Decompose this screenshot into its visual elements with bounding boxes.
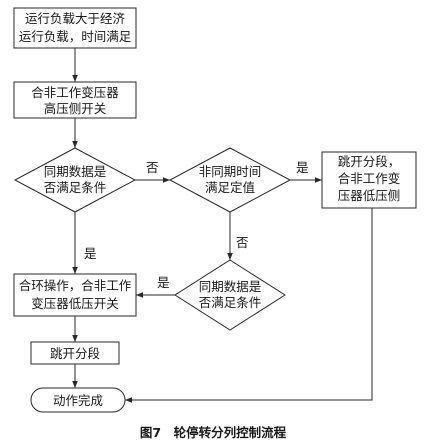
node-trip-section-text: 跳开分段 [50, 346, 100, 361]
node-close-hv-line-2: 高压侧开关 [44, 101, 107, 116]
label-sync1-no: 否 [146, 160, 159, 175]
node-sync-check-2-line-1: 同期数据是 [199, 279, 262, 294]
node-sync-check-1-line-2: 否满足条件 [44, 180, 107, 195]
node-close-hv-line-1: 合非工作变压器 [31, 85, 119, 100]
node-non-sync-time-line-1: 非同期时间 [199, 164, 262, 179]
node-sync-check-2-line-2: 否满足条件 [199, 295, 262, 310]
node-sync-check-1-line-1: 同期数据是 [44, 164, 107, 179]
node-start-line-1: 运行负载大于经济 [25, 11, 126, 26]
node-loop-close-line-1: 合环操作，合非工作 [19, 278, 132, 293]
node-trip-lv-line-2: 合非工作变 [338, 171, 401, 186]
node-non-sync-time-line-2: 满足定值 [205, 180, 255, 195]
node-trip-lv-line-1: 跳开分段， [338, 154, 401, 169]
connectors [72, 48, 373, 403]
node-loop-close: 合环操作，合非工作 变压器低压开关 [13, 273, 137, 317]
node-done: 动作完成 [30, 387, 126, 413]
label-nonsync-no: 否 [236, 235, 249, 250]
node-trip-lv: 跳开分段， 合非工作变 压器低压侧 [321, 151, 417, 209]
node-non-sync-time: 非同期时间 满足定值 [168, 147, 292, 213]
node-close-hv: 合非工作变压器 高压侧开关 [13, 81, 137, 119]
node-sync-check-2: 同期数据是 否满足条件 [174, 259, 286, 331]
node-trip-section: 跳开分段 [30, 341, 120, 365]
node-sync-check-1: 同期数据是 否满足条件 [13, 147, 137, 213]
edge-trip-lv-to-done [125, 208, 373, 403]
node-start-line-2: 运行负载，时间满足 [19, 29, 132, 44]
node-start: 运行负载大于经济 运行负载，时间满足 [13, 7, 137, 49]
node-trip-lv-line-3: 压器低压侧 [338, 188, 401, 203]
node-done-text: 动作完成 [53, 393, 103, 408]
label-sync1-yes: 是 [84, 246, 97, 261]
node-loop-close-line-2: 变压器低压开关 [31, 296, 119, 311]
label-nonsync-yes: 是 [296, 160, 309, 175]
edge-labels: 否 是 是 否 是 [84, 160, 309, 290]
figure-caption: 图7 轮停转分列控制流程 [140, 425, 287, 440]
label-sync2-yes: 是 [157, 275, 170, 290]
